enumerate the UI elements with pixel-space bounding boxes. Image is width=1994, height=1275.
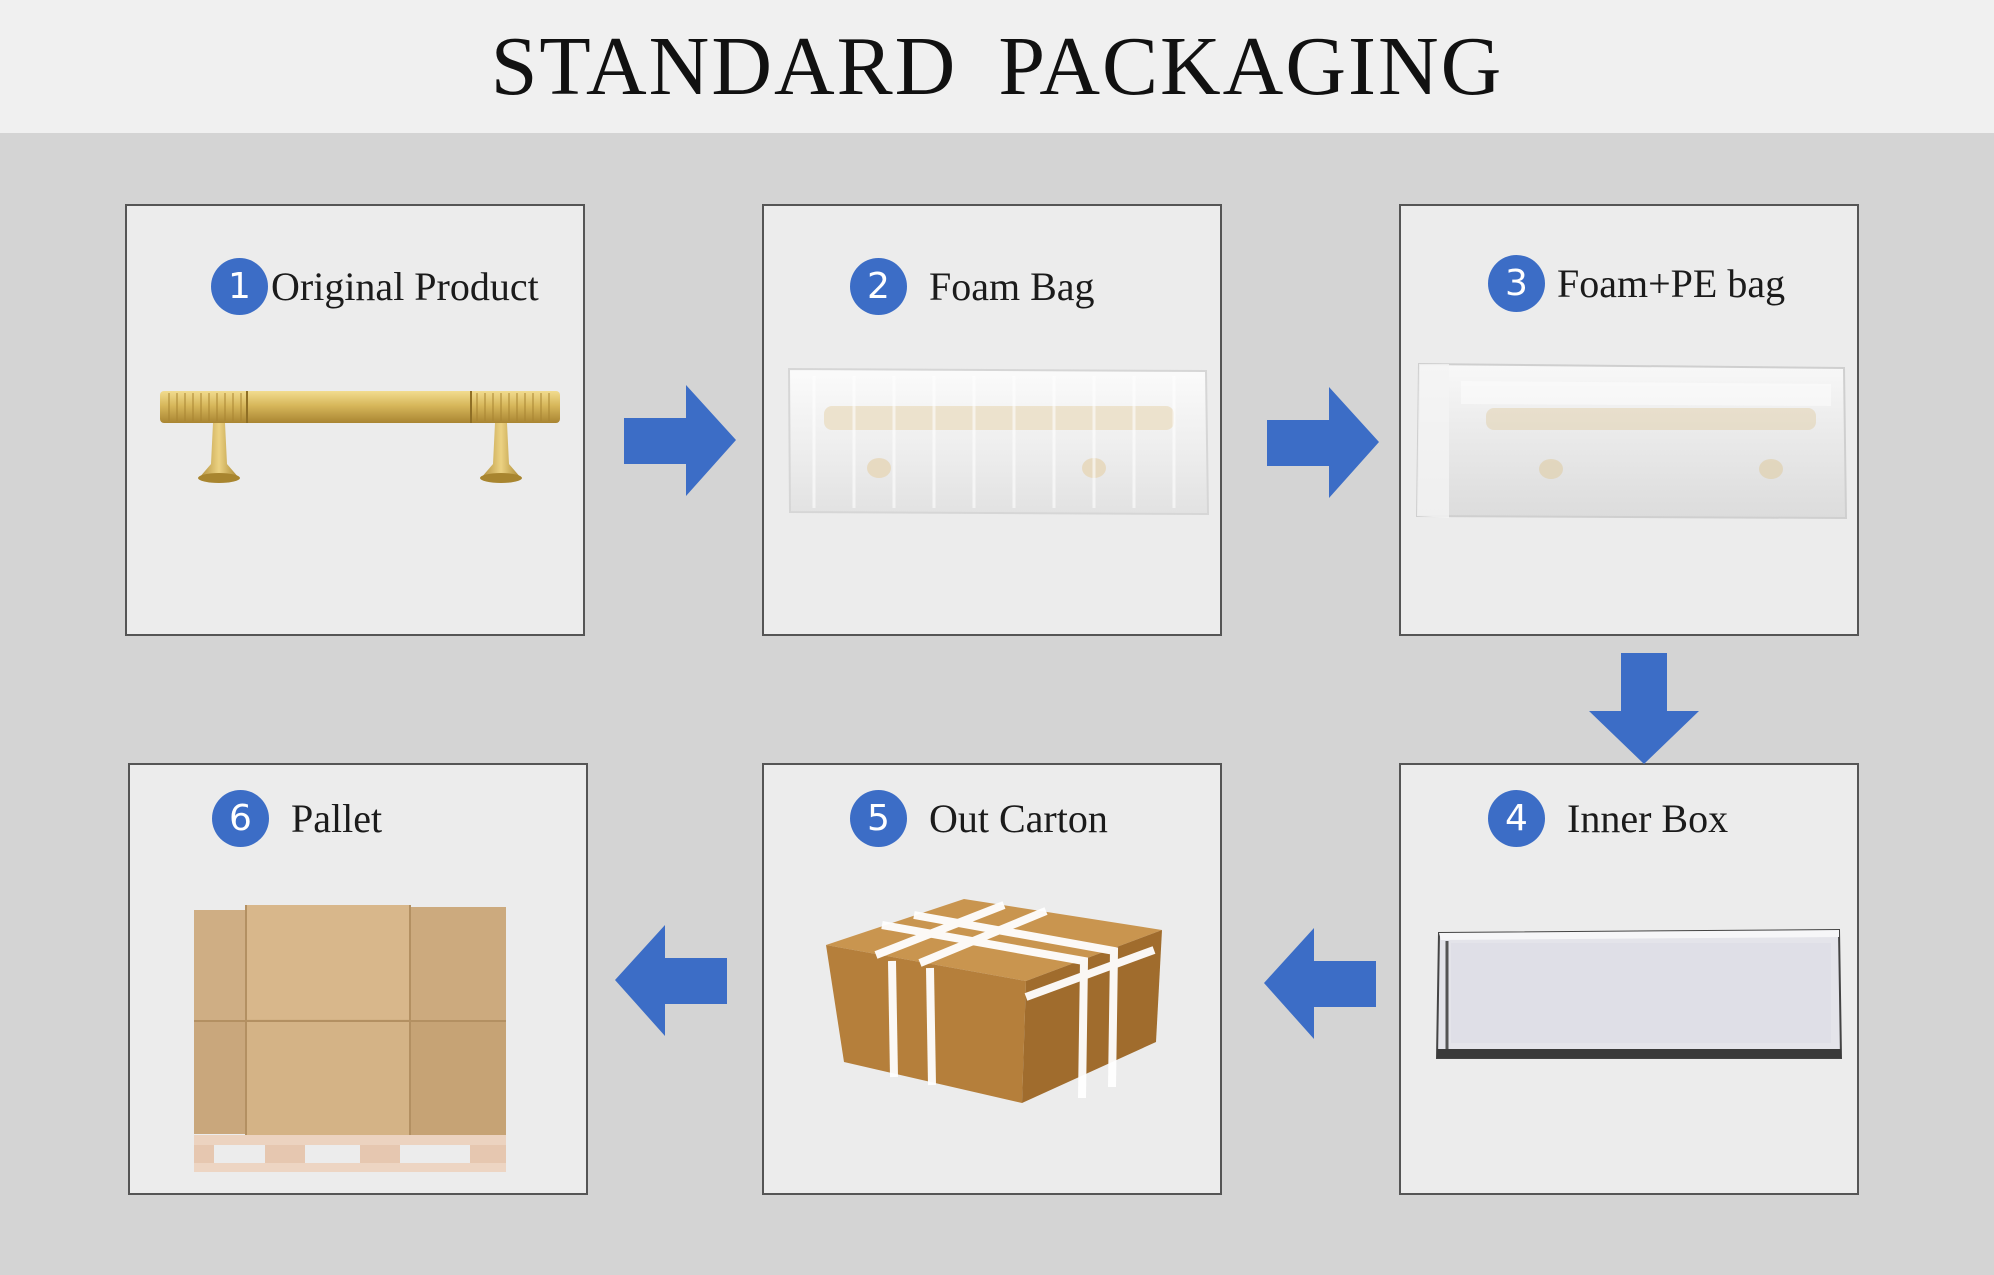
arrow-right-icon bbox=[624, 385, 736, 496]
step-label-2: 2 Foam Bag bbox=[850, 258, 1095, 315]
step-panel-out-carton: 5 Out Carton bbox=[762, 763, 1222, 1195]
step-label-4: 4 Inner Box bbox=[1488, 790, 1728, 847]
step-title: Inner Box bbox=[1567, 796, 1729, 841]
step-number-badge: 3 bbox=[1488, 255, 1545, 312]
out-carton-image bbox=[826, 899, 1162, 1103]
page-title: STANDARD PACKAGING bbox=[490, 20, 1504, 113]
foam-bag-image bbox=[787, 367, 1210, 516]
step-number-badge: 2 bbox=[850, 258, 907, 315]
step-label-1: 1 Original Product bbox=[211, 258, 539, 315]
step-number-badge: 4 bbox=[1488, 790, 1545, 847]
foam-pe-bag-image bbox=[1415, 362, 1848, 520]
arrow-right-icon bbox=[1267, 387, 1379, 498]
step-title: Foam+PE bag bbox=[1557, 261, 1786, 306]
step-number-badge: 1 bbox=[211, 258, 268, 315]
arrow-left-icon bbox=[615, 925, 727, 1036]
step-panel-original-product: 1 Original Product bbox=[125, 204, 585, 636]
header-bar bbox=[0, 0, 1994, 133]
step-panel-foam-pe-bag: 3 Foam+PE bag bbox=[1399, 204, 1859, 636]
pallet-image bbox=[194, 905, 506, 1172]
step-label-3: 3 Foam+PE bag bbox=[1488, 255, 1785, 312]
step-panel-inner-box: 4 Inner Box bbox=[1399, 763, 1859, 1195]
arrow-down-icon bbox=[1589, 653, 1699, 764]
arrow-left-icon bbox=[1264, 928, 1376, 1039]
step-panel-foam-bag: 2 Foam Bag bbox=[762, 204, 1222, 636]
gold-handle-image bbox=[160, 391, 560, 483]
step-panel-pallet: 6 Pallet bbox=[128, 763, 588, 1195]
step-title: Out Carton bbox=[929, 796, 1108, 841]
inner-box-image bbox=[1435, 928, 1843, 1059]
step-label-5: 5 Out Carton bbox=[850, 790, 1108, 847]
step-number-badge: 5 bbox=[850, 790, 907, 847]
step-number-badge: 6 bbox=[212, 790, 269, 847]
step-title: Foam Bag bbox=[929, 264, 1095, 309]
step-label-6: 6 Pallet bbox=[212, 790, 382, 847]
step-title: Original Product bbox=[271, 264, 539, 309]
step-title: Pallet bbox=[291, 796, 383, 841]
